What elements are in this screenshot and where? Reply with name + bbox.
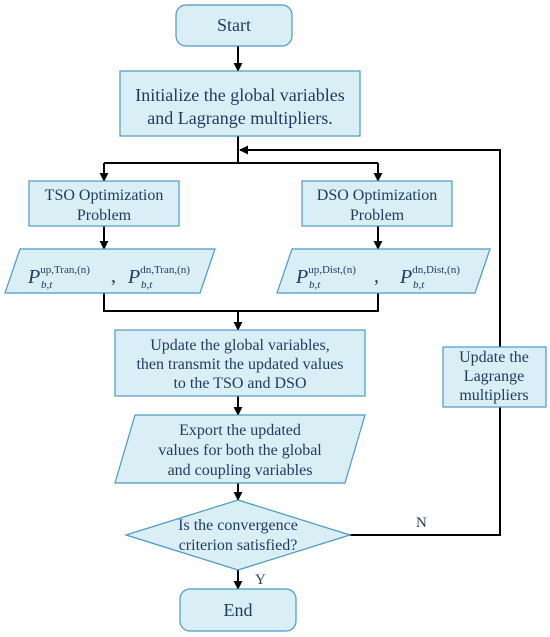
tso-output-sep: ,	[111, 265, 116, 287]
update-lagrange-process: Update the Lagrange multipliers	[442, 346, 547, 408]
tso-line-1: TSO Optimization	[45, 187, 164, 204]
dso-output-p-dn: Pdn,Dist,(n)b,t	[399, 264, 460, 291]
update-global-line-3: to the TSO and DSO	[173, 375, 306, 392]
end-node: End	[179, 588, 297, 632]
convergence-decision: Is the convergence criterion satisfied?	[123, 499, 353, 571]
dso-output-p-up: Pup,Dist,(n)b,t	[295, 264, 356, 291]
tso-process: TSO Optimization Problem	[28, 180, 180, 227]
dso-output-data: Pup,Dist,(n)b,t , Pdn,Dist,(n)b,t	[276, 248, 491, 294]
init-process: Initialize the global variables and Lagr…	[119, 70, 361, 137]
tso-output-data: Pup,Tran,(n)b,t , Pdn,Tran,(n)b,t	[4, 248, 216, 294]
dso-line-2: Problem	[350, 207, 405, 224]
init-line-2: and Lagrange multipliers.	[147, 108, 332, 128]
line-no-to-lagrange	[350, 407, 501, 536]
lagrange-line-3: multipliers	[459, 387, 528, 404]
dso-process: DSO Optimization Problem	[301, 180, 453, 227]
arrow-lagrange-loop-back	[239, 145, 501, 347]
start-label: Start	[217, 15, 251, 35]
export-data: Export the updated values for both the g…	[114, 414, 366, 484]
tso-line-2: Problem	[77, 207, 132, 224]
export-line-1: Export the updated	[179, 422, 301, 439]
update-global-line-1: Update the global variables,	[150, 337, 330, 354]
tso-output-p-up: Pup,Tran,(n)b,t	[27, 264, 90, 291]
yes-branch-label: Y	[255, 572, 266, 588]
end-label: End	[224, 600, 253, 620]
decision-line-1: Is the convergence	[178, 517, 298, 534]
update-global-process: Update the global variables, then transm…	[114, 329, 366, 397]
init-line-1: Initialize the global variables	[135, 85, 344, 105]
dso-output-sep: ,	[374, 265, 379, 287]
update-global-line-2: then transmit the updated values	[136, 356, 343, 373]
tso-output-p-dn: Pdn,Tran,(n)b,t	[127, 264, 190, 291]
no-branch-label: N	[416, 515, 427, 531]
connectors	[99, 46, 501, 590]
line-merge	[103, 293, 379, 312]
decision-line-2: criterion satisfied?	[179, 537, 298, 554]
export-line-2: values for both the global	[158, 442, 322, 459]
start-node: Start	[175, 4, 293, 47]
lagrange-line-1: Update the	[459, 349, 529, 366]
export-line-3: and coupling variables	[168, 462, 313, 479]
dso-line-1: DSO Optimization	[317, 187, 437, 204]
lagrange-line-2: Lagrange	[464, 368, 524, 385]
